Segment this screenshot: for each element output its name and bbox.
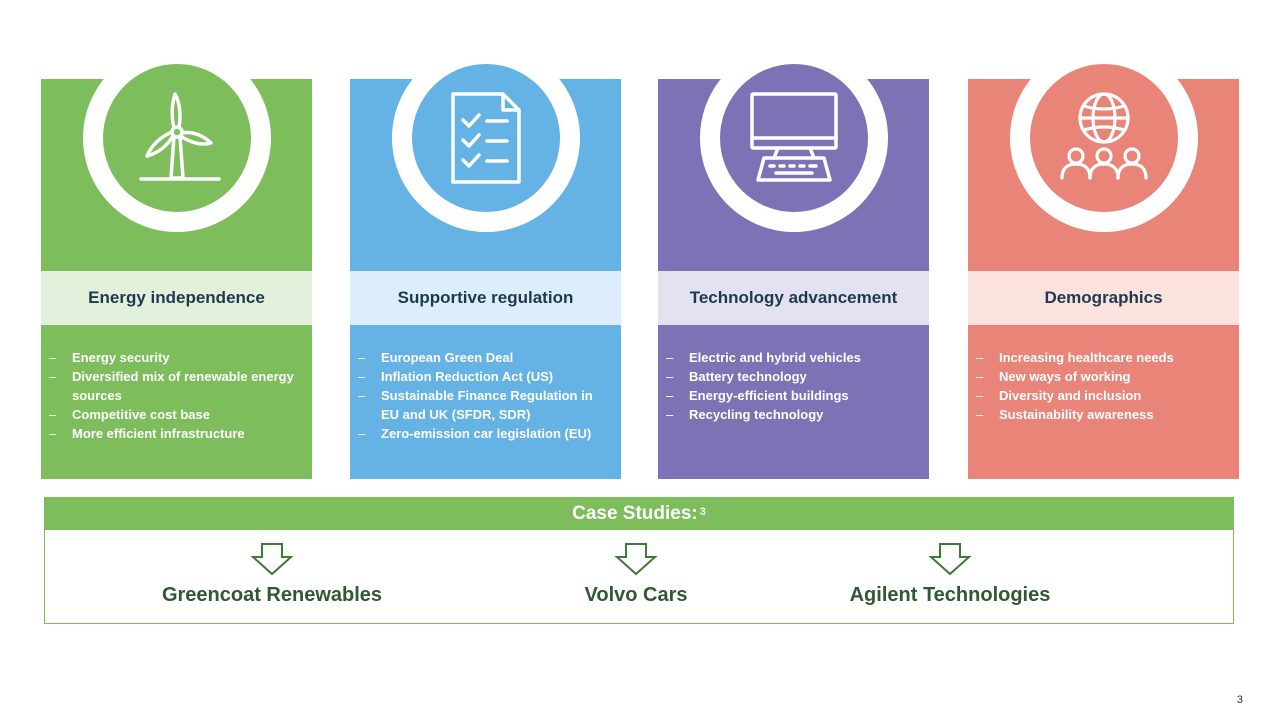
icon-ring — [392, 44, 580, 232]
checklist-icon — [451, 92, 521, 184]
case-study-name: Agilent Technologies — [849, 584, 1051, 606]
bullet-item: Energy-efficient buildings — [666, 386, 921, 405]
case-studies-header: Case Studies:3 — [45, 498, 1233, 530]
card-title: Technology advancement — [658, 271, 929, 325]
card-body: European Green Deal Inflation Reduction … — [350, 325, 621, 479]
card-title: Demographics — [968, 271, 1239, 325]
bullet-item: Diversity and inclusion — [976, 386, 1231, 405]
bullet-item: European Green Deal — [358, 348, 613, 367]
wind-turbine-icon — [139, 92, 221, 181]
icon-circle — [412, 64, 560, 212]
icon-circle — [720, 64, 868, 212]
card-demographics: Demographics Increasing healthcare needs… — [968, 44, 1239, 479]
bullet-item: Sustainability awareness — [976, 405, 1231, 424]
bullet-item: Energy security — [49, 348, 304, 367]
down-arrow-icon — [928, 543, 972, 576]
card-technology-advancement: Technology advancement Electric and hybr… — [658, 44, 929, 479]
bullet-item: Diversified mix of renewable energy sour… — [49, 367, 304, 405]
icon-ring — [700, 44, 888, 232]
case-study-agilent: Agilent Technologies — [790, 542, 1110, 607]
computer-icon — [750, 92, 838, 182]
bullet-list: Electric and hybrid vehicles Battery tec… — [658, 325, 929, 424]
bullet-list: Energy security Diversified mix of renew… — [41, 325, 312, 443]
icon-ring — [1010, 44, 1198, 232]
down-arrow-icon — [614, 543, 658, 576]
globe-people-icon — [1060, 92, 1148, 180]
bullet-item: Competitive cost base — [49, 405, 304, 424]
bullet-item: Inflation Reduction Act (US) — [358, 367, 613, 386]
case-study-name: Greencoat Renewables — [161, 584, 383, 606]
bullet-item: Increasing healthcare needs — [976, 348, 1231, 367]
case-study-name: Volvo Cars — [584, 584, 688, 606]
footnote-marker: 3 — [699, 506, 706, 518]
case-study-greencoat: Greencoat Renewables — [112, 542, 432, 607]
case-study-volvo: Volvo Cars — [476, 542, 796, 607]
icon-ring — [83, 44, 271, 232]
card-title: Supportive regulation — [350, 271, 621, 325]
bullet-list: Increasing healthcare needs New ways of … — [968, 325, 1239, 424]
page-number: 3 — [1236, 694, 1243, 706]
bullet-item: Sustainable Finance Regulation in EU and… — [358, 386, 613, 424]
bullet-item: Electric and hybrid vehicles — [666, 348, 921, 367]
icon-circle — [1030, 64, 1178, 212]
icon-circle — [103, 64, 251, 212]
card-body: Energy security Diversified mix of renew… — [41, 325, 312, 479]
card-supportive-regulation: Supportive regulation European Green Dea… — [350, 44, 621, 479]
bullet-item: More efficient infrastructure — [49, 424, 304, 443]
card-title: Energy independence — [41, 271, 312, 325]
bullet-list: European Green Deal Inflation Reduction … — [350, 325, 621, 443]
bullet-item: Recycling technology — [666, 405, 921, 424]
bullet-item: Battery technology — [666, 367, 921, 386]
bullet-item: Zero-emission car legislation (EU) — [358, 424, 613, 443]
card-body: Electric and hybrid vehicles Battery tec… — [658, 325, 929, 479]
card-body: Increasing healthcare needs New ways of … — [968, 325, 1239, 479]
case-studies-title: Case Studies: — [572, 503, 698, 524]
card-energy-independence: Energy independence Energy security Dive… — [41, 44, 312, 479]
down-arrow-icon — [250, 543, 294, 576]
bullet-item: New ways of working — [976, 367, 1231, 386]
case-studies-box: Case Studies:3 Greencoat Renewables Volv… — [44, 497, 1234, 624]
